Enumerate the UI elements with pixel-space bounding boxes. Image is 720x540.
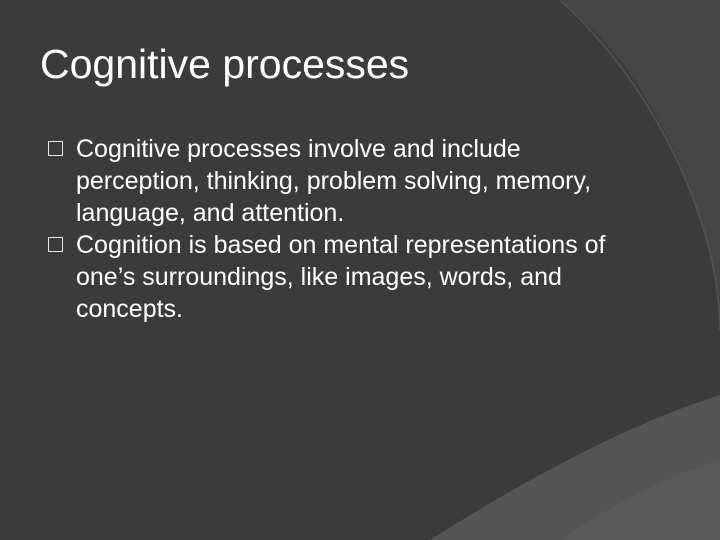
bullet-list: Cognitive processes involve and include … <box>48 133 628 325</box>
bullet-item: Cognitive processes involve and include … <box>48 133 628 229</box>
hollow-square-icon <box>48 141 63 156</box>
decor-corner-wedge-inner <box>560 460 720 540</box>
bullet-item: Cognition is based on mental representat… <box>48 229 628 325</box>
bullet-text: Cognitive processes involve and include … <box>76 135 592 227</box>
bullet-text: Cognition is based on mental representat… <box>76 231 606 323</box>
decor-curve-band <box>560 0 720 300</box>
hollow-square-icon <box>48 237 63 252</box>
decor-arc-outer <box>559 0 720 331</box>
slide-title: Cognitive processes <box>40 41 410 87</box>
